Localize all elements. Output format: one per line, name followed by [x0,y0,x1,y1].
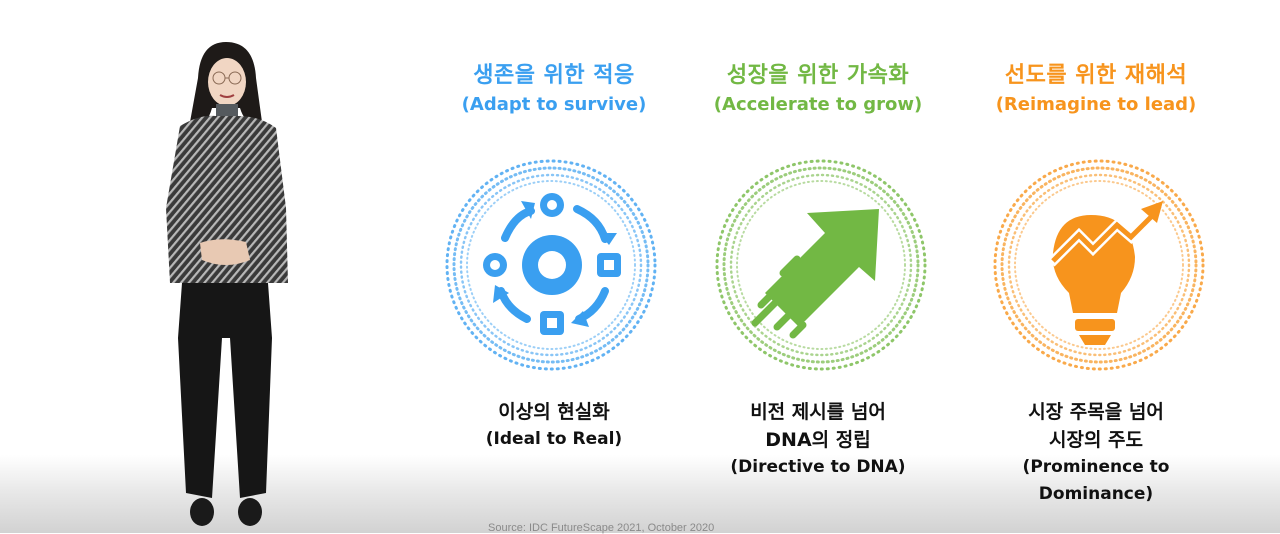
column-accelerate-to-grow: 성장을 위한 가속화 (Accelerate to grow) 비전 제시를 넘… [688,60,948,477]
cycle-process-icon [445,159,657,371]
caption-line: (Prominence to [1022,457,1170,477]
column-caption: 시장 주목을 넘어 시장의 주도 (Prominence to Dominanc… [966,398,1226,508]
lightbulb-growth-icon [993,159,1205,371]
caption-line: 시장의 주도 [1048,429,1143,451]
source-citation: Source: IDC FutureScape 2021, October 20… [488,522,715,534]
caption-line: 시장 주목을 넘어 [1028,401,1164,423]
caption-line: (Directive to DNA) [730,457,906,477]
accelerating-arrow-icon [715,159,927,371]
caption-line: (Ideal to Real) [485,429,623,449]
column-title-english: (Accelerate to grow) [713,94,923,115]
column-adapt-to-survive: 생존을 위한 적응 (Adapt to survive) 이상의 현실화 (Id… [424,60,684,449]
column-title-korean: 생존을 위한 적응 [473,63,635,88]
column-title-korean: 성장을 위한 가속화 [726,63,910,88]
caption-line: DNA의 정립 [765,429,871,451]
column-title-english: (Reimagine to lead) [995,94,1197,115]
presenter-figure [166,42,288,526]
column-caption: 이상의 현실화 (Ideal to Real) [424,398,684,453]
column-title-english: (Adapt to survive) [461,94,647,115]
caption-line: Dominance) [1038,484,1154,504]
caption-line: 이상의 현실화 [498,401,610,423]
column-reimagine-to-lead: 선도를 위한 재해석 (Reimagine to lead) 시장 주목을 넘어… [966,60,1226,504]
caption-line: 비전 제시를 넘어 [750,401,886,423]
column-title-korean: 선도를 위한 재해석 [1004,63,1188,88]
column-caption: 비전 제시를 넘어 DNA의 정립 (Directive to DNA) [688,398,948,481]
